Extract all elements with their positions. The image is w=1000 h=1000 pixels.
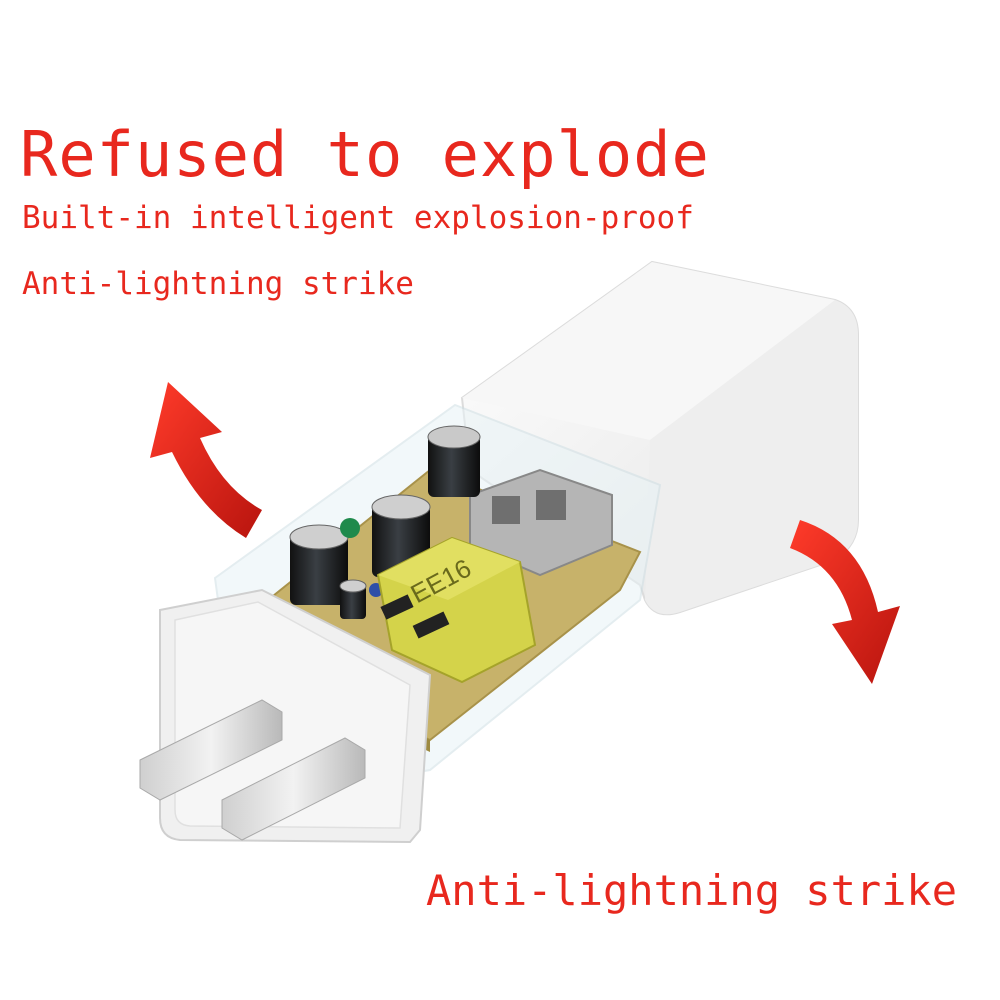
feature-explosion-proof: Built-in intelligent explosion-proof [22,200,694,236]
capacitor-large [427,425,481,497]
bottom-caption: Anti-lightning strike [426,866,958,915]
plug-pin-left [139,699,283,801]
feature-anti-lightning: Anti-lightning strike [22,266,414,302]
usb-port [469,468,613,577]
green-component [340,518,360,538]
transformer: EE16 [376,536,537,684]
chip-2 [412,611,450,639]
chip-1 [380,594,414,620]
capacitor-left [289,524,349,605]
curved-arrow-up-left-icon [150,382,262,538]
plug-pin-right [221,737,366,841]
headline: Refused to explode [20,118,710,191]
capacitor-small [339,579,367,619]
curved-arrow-down-right-icon [790,520,900,684]
